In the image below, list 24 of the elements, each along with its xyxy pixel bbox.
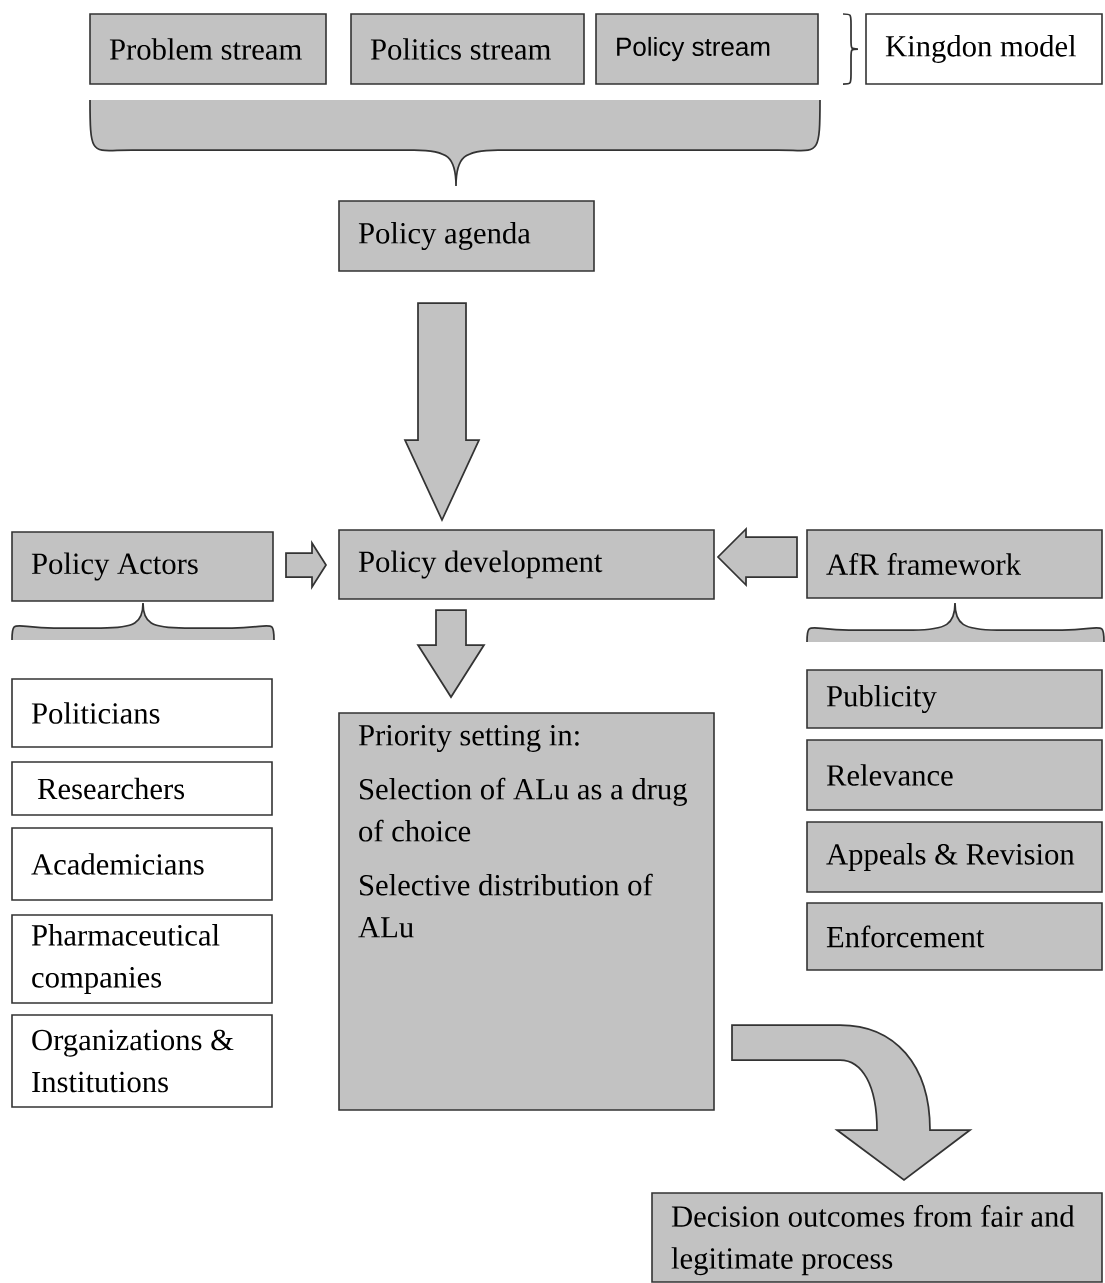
outcome-box: Decision outcomes from fair and legitimate process: [651, 1192, 1103, 1283]
block-arrow: [716, 526, 798, 588]
model-box: Kingdon model: [865, 13, 1103, 85]
process-box: Policy development: [338, 529, 715, 600]
block-arrow: [403, 302, 481, 523]
priority-box: Priority setting in: Selection of ALu as a drug of choice Selective distribution of ALu: [338, 712, 715, 1111]
stream-box: Policy stream: [595, 13, 819, 85]
criterion-box: Enforcement: [806, 902, 1103, 971]
block-arrow: [285, 540, 328, 590]
actor-box: Pharmaceutical companies: [11, 914, 273, 1004]
criterion-box: Appeals & Revision: [806, 821, 1103, 893]
actor-box: Academicians: [11, 827, 273, 901]
framework-box: AfR framework: [806, 529, 1103, 599]
actors-box: Policy Actors: [11, 531, 274, 602]
criterion-box: Relevance: [806, 739, 1103, 811]
actor-box: Researchers: [11, 761, 273, 816]
block-arrow: [416, 609, 486, 699]
stream-box: Problem stream: [89, 13, 327, 85]
stream-box: Politics stream: [350, 13, 585, 85]
process-box: Policy agenda: [338, 200, 595, 272]
criterion-box: Publicity: [806, 669, 1103, 729]
actor-box: Organizations & Institutions: [11, 1014, 273, 1108]
actor-box: Politicians: [11, 678, 273, 748]
block-arrow: [731, 1024, 971, 1181]
